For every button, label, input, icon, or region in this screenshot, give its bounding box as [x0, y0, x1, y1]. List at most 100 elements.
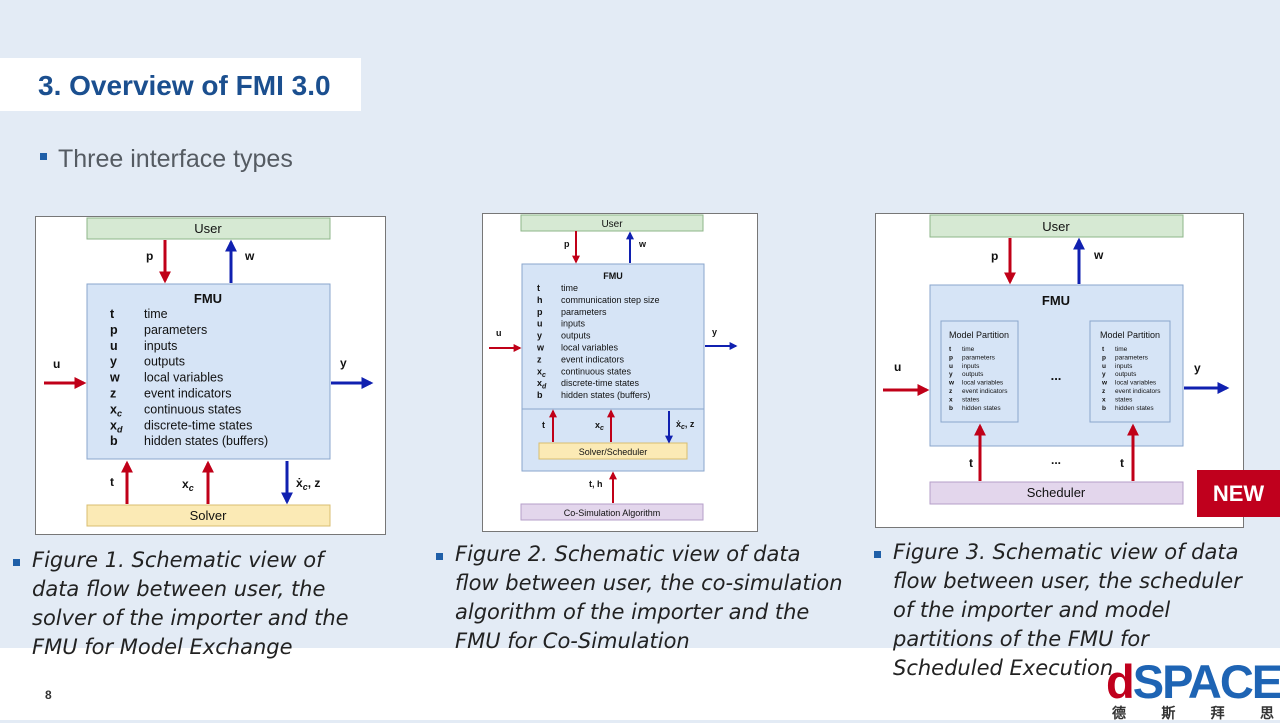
- fmu-var-description: outputs: [561, 331, 591, 341]
- fmu-var-description: event indicators: [144, 387, 232, 401]
- partition-var-description: states: [962, 396, 980, 403]
- main-bullet-text: Three interface types: [58, 145, 293, 173]
- fmu-var-description: event indicators: [561, 354, 625, 364]
- bullet-square-icon: [436, 553, 443, 560]
- partition-var-description: parameters: [1115, 354, 1149, 361]
- fmu-var-symbol: y: [110, 355, 117, 369]
- partition-var-symbol: u: [949, 363, 953, 370]
- figure-2-caption-text: Figure 2. Schematic view of data flow be…: [455, 542, 843, 653]
- scheduler-label: Scheduler: [1027, 485, 1086, 500]
- scheduler-ellipsis: ...: [1051, 453, 1061, 467]
- fmu-var-symbol: y: [537, 331, 542, 341]
- user-label: User: [601, 219, 623, 230]
- xdot-label: ẋc, z: [296, 476, 320, 492]
- fmu-var-symbol: t: [537, 283, 540, 293]
- fmu-var-description: inputs: [144, 339, 177, 353]
- partition-var-symbol: w: [1101, 380, 1108, 387]
- user-label: User: [194, 221, 222, 236]
- new-badge: NEW: [1197, 470, 1280, 517]
- fmu-label: FMU: [194, 291, 222, 306]
- fmu-box: [86, 283, 331, 460]
- solver-scheduler-box: [538, 442, 688, 460]
- figure-2-caption: Figure 2. Schematic view of data flow be…: [436, 540, 850, 656]
- t-label: t: [110, 475, 114, 489]
- partition-var-symbol: z: [949, 388, 953, 395]
- user-label: User: [1042, 219, 1070, 234]
- fmu-var-description: discrete-time states: [561, 378, 640, 388]
- partition-var-description: parameters: [962, 354, 996, 361]
- partition-var-symbol: t: [949, 346, 952, 353]
- cosim-algorithm-label: Co-Simulation Algorithm: [564, 508, 661, 518]
- partition-var-symbol: b: [949, 405, 953, 412]
- user-box: [86, 217, 331, 240]
- fmu-var-symbol: xd: [110, 418, 123, 434]
- p-label: p: [991, 249, 998, 263]
- partition-var-description: inputs: [962, 363, 980, 370]
- fmu-var-symbol: w: [536, 343, 545, 353]
- y-label: y: [340, 356, 347, 370]
- fmu-var-description: hidden states (buffers): [561, 390, 650, 400]
- partition-var-symbol: u: [1102, 363, 1106, 370]
- fmu-var-symbol: u: [110, 339, 118, 353]
- partition-var-symbol: x: [949, 396, 953, 403]
- w-label: w: [1093, 248, 1104, 262]
- fmu-var-description: time: [144, 307, 168, 321]
- fmu-var-symbol: xc: [537, 366, 546, 378]
- fmu-var-symbol: w: [109, 371, 120, 385]
- partition-ellipsis: ...: [1051, 368, 1062, 383]
- fmu-var-description: communication step size: [561, 295, 660, 305]
- partition-var-description: local variables: [962, 380, 1004, 387]
- fmu-var-description: time: [561, 283, 578, 293]
- solver-scheduler-label: Solver/Scheduler: [579, 447, 648, 457]
- fmu-var-symbol: u: [537, 319, 543, 329]
- logo-char: 思: [1259, 705, 1274, 721]
- y-label: y: [1194, 361, 1201, 375]
- figure-1-caption: Figure 1. Schematic view of data flow be…: [13, 546, 362, 662]
- t-label-right: t: [1120, 456, 1124, 470]
- dspace-logo: dSPACE 德 斯 拜 思: [1106, 655, 1280, 721]
- xc-label: xc: [595, 420, 604, 432]
- logo-char: 斯: [1161, 705, 1176, 721]
- footer-band: [0, 648, 1280, 720]
- partition-var-description: hidden states: [1115, 405, 1154, 412]
- fmu-var-symbol: z: [110, 387, 116, 401]
- user-box: [929, 214, 1184, 238]
- u-label: u: [894, 360, 901, 374]
- fmu-var-description: continuous states: [561, 366, 632, 376]
- fmu-var-symbol: b: [110, 434, 118, 448]
- cosim-algorithm-box: [520, 503, 704, 521]
- bullet-square-icon: [13, 559, 20, 566]
- fmu-var-symbol: h: [537, 295, 543, 305]
- page-number: 8: [45, 688, 52, 702]
- fmu-var-description: inputs: [561, 319, 586, 329]
- p-label: p: [146, 249, 153, 263]
- fmu-var-symbol: t: [110, 307, 115, 321]
- fmu-label: FMU: [603, 271, 623, 281]
- partition-var-description: local variables: [1115, 380, 1157, 387]
- title-box: [0, 58, 361, 111]
- solver-box: [86, 504, 331, 527]
- model-partition-right: [1089, 320, 1171, 423]
- fmu-var-symbol: xd: [537, 378, 547, 390]
- user-box: [520, 214, 704, 232]
- w-label: w: [638, 239, 647, 249]
- y-label: y: [712, 327, 717, 337]
- fmu-var-symbol: p: [110, 323, 118, 337]
- p-label: p: [564, 239, 570, 249]
- fmu-var-symbol: b: [537, 390, 543, 400]
- partition-var-symbol: t: [1102, 346, 1105, 353]
- partition-left-title: Model Partition: [949, 330, 1009, 340]
- scheduler-box: [929, 481, 1184, 505]
- fmu-var-description: parameters: [561, 307, 607, 317]
- partition-var-symbol: w: [948, 380, 955, 387]
- bullet-square-icon: [874, 551, 881, 558]
- fmu-box: [521, 263, 705, 410]
